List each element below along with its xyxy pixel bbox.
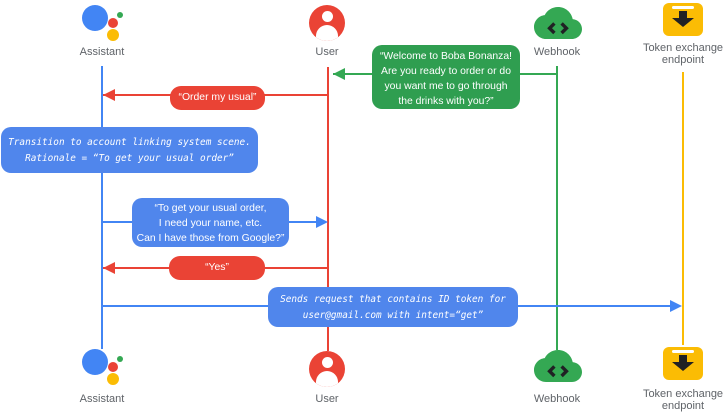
note-line: Rationale = “To get your usual order” xyxy=(25,152,234,164)
user-avatar-icon xyxy=(309,5,345,41)
user-label: User xyxy=(315,46,339,58)
message-line: the drinks with you?” xyxy=(398,96,494,107)
assistant-blue-dot xyxy=(82,349,108,375)
assistant-green-dot xyxy=(117,12,123,18)
user-label: User xyxy=(315,393,339,405)
assistant-label: Assistant xyxy=(79,46,125,58)
order-arrowhead-icon xyxy=(103,89,115,101)
assistant-label: Assistant xyxy=(79,393,125,405)
token-download-box-icon xyxy=(663,3,703,36)
assistant-blue-dot xyxy=(82,5,108,31)
note-line: Transition to account linking system sce… xyxy=(8,137,251,148)
ask-arrowhead-icon xyxy=(316,216,328,228)
message-line: I need your name, etc. xyxy=(158,218,263,229)
assistant-green-dot xyxy=(117,356,123,362)
message-line: you want me to go through xyxy=(384,81,508,92)
order-my-usual-box: “Order my usual” xyxy=(170,86,265,110)
send-request-arrowhead-icon xyxy=(670,300,682,312)
cloud-code-icon xyxy=(534,7,582,39)
send-request-box: Sends request that contains ID token for… xyxy=(268,287,518,327)
note-line: user@gmail.com with intent=“get” xyxy=(302,309,484,321)
assistant-yellow-dot xyxy=(107,29,119,41)
message-line: Can I have those from Google?” xyxy=(136,233,285,244)
message-line: “To get your usual order, xyxy=(154,203,267,214)
message-line: “Welcome to Boba Bonanza! xyxy=(379,51,513,62)
welcome-arrowhead-icon xyxy=(333,68,345,80)
yes-arrowhead-icon xyxy=(103,262,115,274)
token-endpoint-label: Token exchange endpoint xyxy=(642,388,724,412)
token-download-box-icon xyxy=(663,347,703,380)
ask-permission-box: “To get your usual order, I need your na… xyxy=(132,198,289,247)
assistant-yellow-dot xyxy=(107,373,119,385)
google-assistant-icon xyxy=(74,344,130,388)
message-line: Are you ready to order or do xyxy=(381,66,511,77)
welcome-message-box: “Welcome to Boba Bonanza! Are you ready … xyxy=(372,45,520,109)
token-endpoint-label: Token exchange endpoint xyxy=(642,42,724,66)
webhook-label: Webhook xyxy=(533,393,581,405)
note-line: Sends request that contains ID token for xyxy=(280,294,506,305)
assistant-red-dot xyxy=(108,362,118,372)
user-avatar-icon xyxy=(309,351,345,387)
cloud-code-icon xyxy=(534,350,582,382)
assistant-lifeline xyxy=(101,66,103,349)
assistant-red-dot xyxy=(108,18,118,28)
transition-note-box: Transition to account linking system sce… xyxy=(1,127,258,173)
webhook-lifeline xyxy=(556,66,558,350)
google-assistant-icon xyxy=(74,0,130,44)
user-lifeline xyxy=(327,67,329,351)
webhook-label: Webhook xyxy=(533,46,581,58)
yes-box: “Yes” xyxy=(169,256,265,280)
token-endpoint-lifeline xyxy=(682,72,684,345)
